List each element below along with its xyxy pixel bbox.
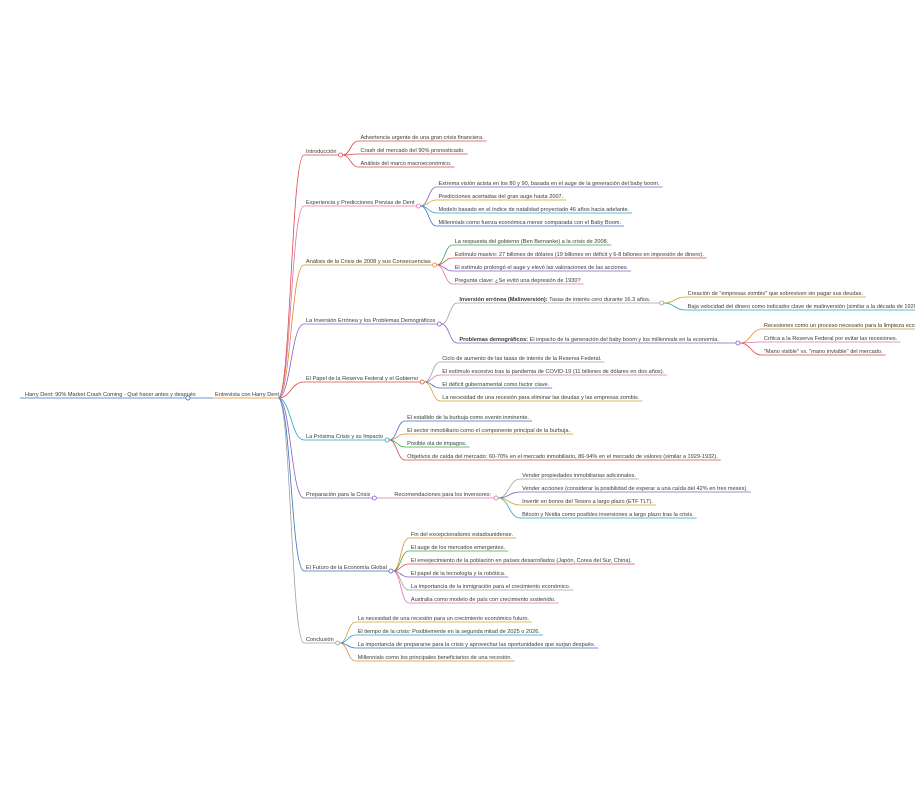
root-collapse-toggle[interactable]	[185, 395, 191, 401]
child-collapse-toggle-6-0[interactable]	[493, 495, 499, 501]
branch-label-7[interactable]: El Futuro de la Economía Global	[306, 565, 387, 571]
grandchild-connector-3-0-1	[663, 302, 686, 311]
child-label-1-0[interactable]: Extrema visión acista en los 80 y 90, ba…	[439, 181, 661, 187]
child-label-5-2[interactable]: Posible ola de impagos.	[407, 441, 467, 447]
child-label-7-2[interactable]: El envejecimiento de la población en paí…	[411, 558, 633, 564]
child-connector-7-0	[392, 537, 410, 572]
child-label-0-1[interactable]: Crash del mercado del 90% pronosticado.	[360, 148, 465, 154]
child-label-7-1[interactable]: El auge de los mercados emergentes.	[411, 545, 506, 551]
child-label-7-0[interactable]: Fin del excepcionalismo estadounidense.	[411, 532, 514, 538]
child-label-5-1[interactable]: El sector inmobiliario como el component…	[407, 428, 570, 434]
child-label-2-1[interactable]: Estímulo masivo: 27 billones de dólares …	[455, 252, 705, 258]
grandchild-label-6-0-1[interactable]: Vender acciones (considerar la posibilid…	[522, 486, 748, 492]
child-label-4-0[interactable]: Ciclo de aumento de las tasas de interés…	[442, 356, 602, 362]
grandchild-label-6-0-2[interactable]: Invertir en bonos del Tesoro a largo pla…	[522, 499, 653, 505]
child-label-1-3[interactable]: Millennials como fuerza económica menor …	[439, 220, 622, 226]
grandchild-label-3-1-1[interactable]: Crítica a la Reserva Federal por evitar …	[764, 336, 898, 342]
child-label-4-3[interactable]: La necesidad de una recesión para elimin…	[442, 395, 640, 401]
child-label-4-1[interactable]: El estímulo excesivo tras la pandemia de…	[442, 369, 664, 375]
grandchild-label-3-1-0[interactable]: Recesiones como un proceso necesario par…	[764, 323, 915, 329]
child-connector-4-3	[424, 381, 441, 402]
child-label-4-2[interactable]: El déficit gubernamental como factor cla…	[442, 382, 549, 388]
grandchild-connector-3-1-2	[739, 342, 762, 356]
branch-label-3[interactable]: La Inversión Errónea y los Problemas Dem…	[306, 318, 436, 324]
branch-label-0[interactable]: Introducción	[306, 149, 336, 155]
child-label-8-3[interactable]: Millennials como los principales benefic…	[358, 655, 513, 661]
branch-label-4[interactable]: El Papel de la Reserva Federal y el Gobi…	[306, 376, 418, 382]
branch-connector-3	[277, 323, 305, 399]
child-label-7-3[interactable]: El papel de la tecnología y la robótica.	[411, 571, 506, 577]
child-label-2-2[interactable]: El estímulo prolongó el auge y elevó las…	[455, 265, 629, 271]
child-label-5-3[interactable]: Objetivos de caída del mercado: 60-70% e…	[407, 454, 718, 460]
branch-collapse-toggle-0[interactable]	[338, 152, 343, 158]
child-label-6-0[interactable]: Recomendaciones para los inversores:	[394, 492, 491, 498]
grandchild-connector-6-0-3	[498, 497, 521, 519]
branch-collapse-toggle-6[interactable]	[371, 495, 377, 501]
child-label-2-0[interactable]: La respuesta del gobierno (Ben Bernanke)…	[455, 239, 609, 245]
branch-label-8[interactable]: Conclusión	[306, 637, 334, 643]
grandchild-label-3-0-1[interactable]: Baja velocidad del dinero como indicador…	[688, 304, 915, 310]
branch-connector-5	[277, 397, 305, 441]
child-connector-5-3	[388, 439, 406, 461]
child-label-0-2[interactable]: Análisis del marco macroeconómico.	[360, 161, 452, 167]
grandchild-label-3-0-0[interactable]: Creación de "empresas zombis" que sobrev…	[688, 291, 864, 297]
child-connector-2-3	[436, 264, 453, 285]
child-connector-3-0	[441, 302, 458, 325]
child-label-3-0[interactable]: Inversión errónea (Malinversión): Tasas …	[459, 297, 651, 303]
center-node-label[interactable]: Entrevista con Harry Dent	[215, 392, 279, 398]
child-label-8-0[interactable]: La necesidad de una recesión para un cre…	[358, 616, 530, 622]
child-connector-8-0	[339, 621, 356, 644]
branch-connector-1	[277, 205, 305, 399]
child-label-3-1[interactable]: Problemas demográficos: El impacto de la…	[459, 337, 719, 343]
child-label-7-5[interactable]: Australia como modelo de país con crecim…	[411, 597, 556, 603]
child-label-8-1[interactable]: El tiempo de la crisis: Posiblemente en …	[358, 629, 541, 635]
branch-label-5[interactable]: La Próxima Crisis y su Impacto	[306, 434, 383, 440]
child-connector-1-3	[420, 205, 437, 227]
branch-label-6[interactable]: Preparación para la Crisis	[306, 492, 371, 498]
branch-label-1[interactable]: Experiencia y Predicciones Previas de De…	[306, 200, 415, 206]
child-label-5-0[interactable]: El estallido de la burbuja como evento i…	[407, 415, 529, 421]
branch-connector-0	[277, 154, 305, 399]
child-label-2-3[interactable]: Pregunta clave: ¿Se evitó una depresión …	[455, 278, 581, 284]
child-label-3-1-rest: El impacto de la generación del baby boo…	[528, 337, 719, 343]
branch-connector-8	[277, 397, 305, 644]
branch-collapse-toggle-8[interactable]	[335, 640, 341, 646]
branch-collapse-toggle-2[interactable]	[432, 262, 438, 268]
branch-connector-7	[277, 397, 305, 572]
child-connector-0-2	[342, 154, 359, 168]
branch-connector-4	[277, 381, 305, 399]
branch-label-2[interactable]: Análisis de la Crisis de 2008 y sus Cons…	[306, 259, 431, 265]
grandchild-label-6-0-3[interactable]: Bitcoin y Nvidia como posibles inversion…	[522, 512, 694, 518]
child-connector-3-1	[441, 323, 458, 344]
root-node-label[interactable]: Harry Dent: 90% Market Crash Coming - Qu…	[25, 392, 196, 398]
child-label-1-2[interactable]: Modelo basado en el índice de natalidad …	[439, 207, 630, 213]
grandchild-connector-3-1-0	[739, 328, 762, 344]
child-connector-7-5	[392, 570, 410, 604]
grandchild-label-3-1-2[interactable]: "Mano visible" vs. "mano invisible" del …	[764, 349, 883, 355]
child-collapse-toggle-3-1[interactable]	[735, 340, 741, 346]
child-label-3-0-bold: Inversión errónea (Malinversión):	[459, 297, 547, 303]
child-connector-8-3	[339, 642, 356, 662]
branch-collapse-toggle-4[interactable]	[419, 379, 425, 385]
child-label-3-0-rest: Tasas de interés cero durante 16.3 años.	[548, 297, 651, 303]
child-collapse-toggle-3-0[interactable]	[659, 300, 665, 306]
child-label-0-0[interactable]: Advertencia urgente de una gran crisis f…	[360, 135, 484, 141]
child-connector-0-0	[342, 140, 359, 156]
child-label-7-4[interactable]: La importancia de la inmigración para el…	[411, 584, 571, 590]
branch-collapse-toggle-3[interactable]	[436, 321, 442, 327]
branch-collapse-toggle-5[interactable]	[384, 437, 390, 443]
child-label-8-2[interactable]: La importancia de prepararse para la cri…	[358, 642, 596, 648]
branch-connector-6	[277, 397, 305, 499]
grandchild-connector-3-0-0	[663, 296, 686, 304]
grandchild-label-6-0-0[interactable]: Vender propiedades inmobiliarias adicion…	[522, 473, 636, 479]
branch-collapse-toggle-7[interactable]	[388, 568, 394, 574]
branch-collapse-toggle-1[interactable]	[416, 203, 421, 209]
branch-connector-2	[277, 264, 305, 399]
child-label-3-1-bold: Problemas demográficos:	[459, 337, 528, 343]
child-label-1-1[interactable]: Predicciones acertadas del gran auge has…	[439, 194, 564, 200]
